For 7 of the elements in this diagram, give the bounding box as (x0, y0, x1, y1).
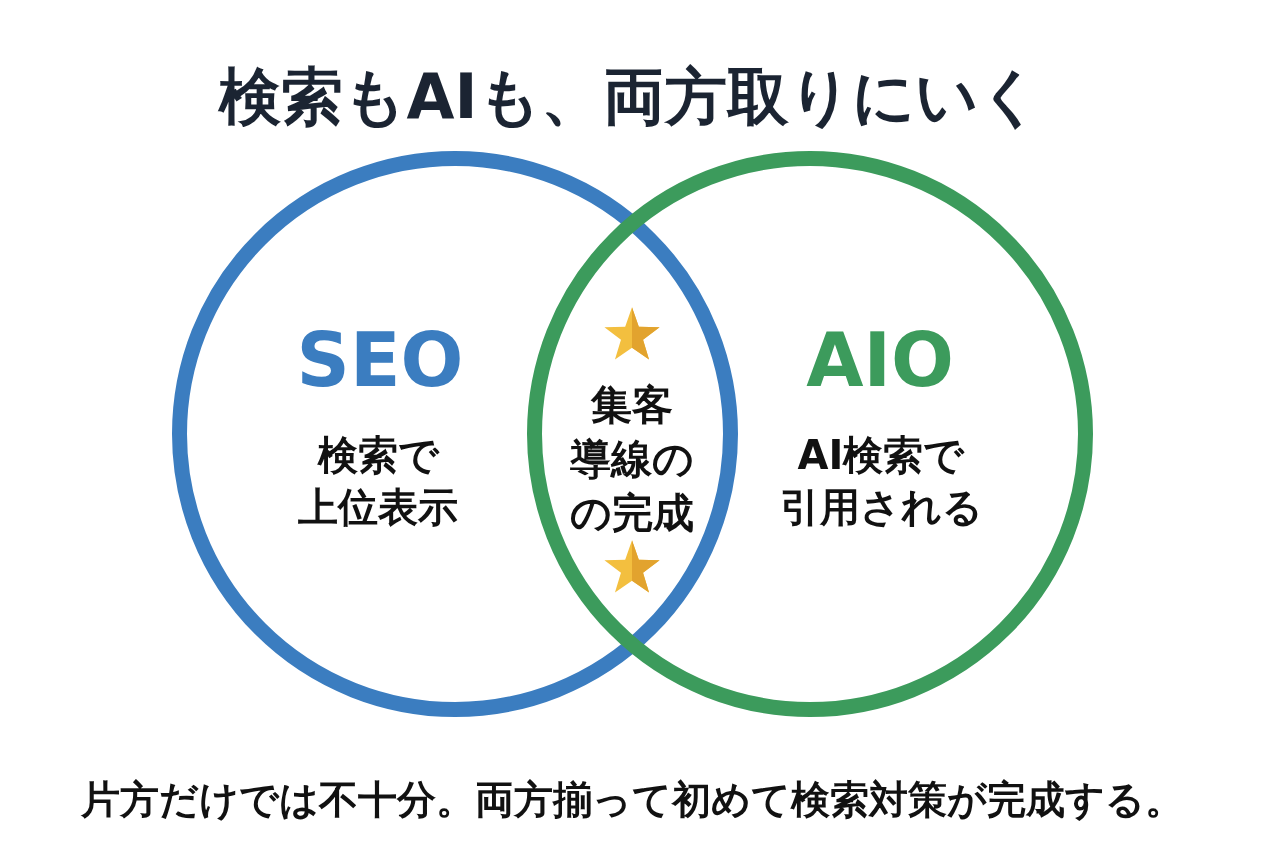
title: 検索もAIも、両方取りにいく (219, 61, 1041, 133)
overlap-text: 集客導線のの完成 (568, 378, 696, 540)
caption: 片方だけでは不十分。両方揃って初めて検索対策が完成する。 (80, 776, 1184, 824)
heading: SEO (296, 318, 464, 402)
description: 検索で上位表示 (297, 431, 459, 532)
description: AI検索で引用される (779, 431, 983, 532)
heading: AIO (806, 318, 954, 402)
